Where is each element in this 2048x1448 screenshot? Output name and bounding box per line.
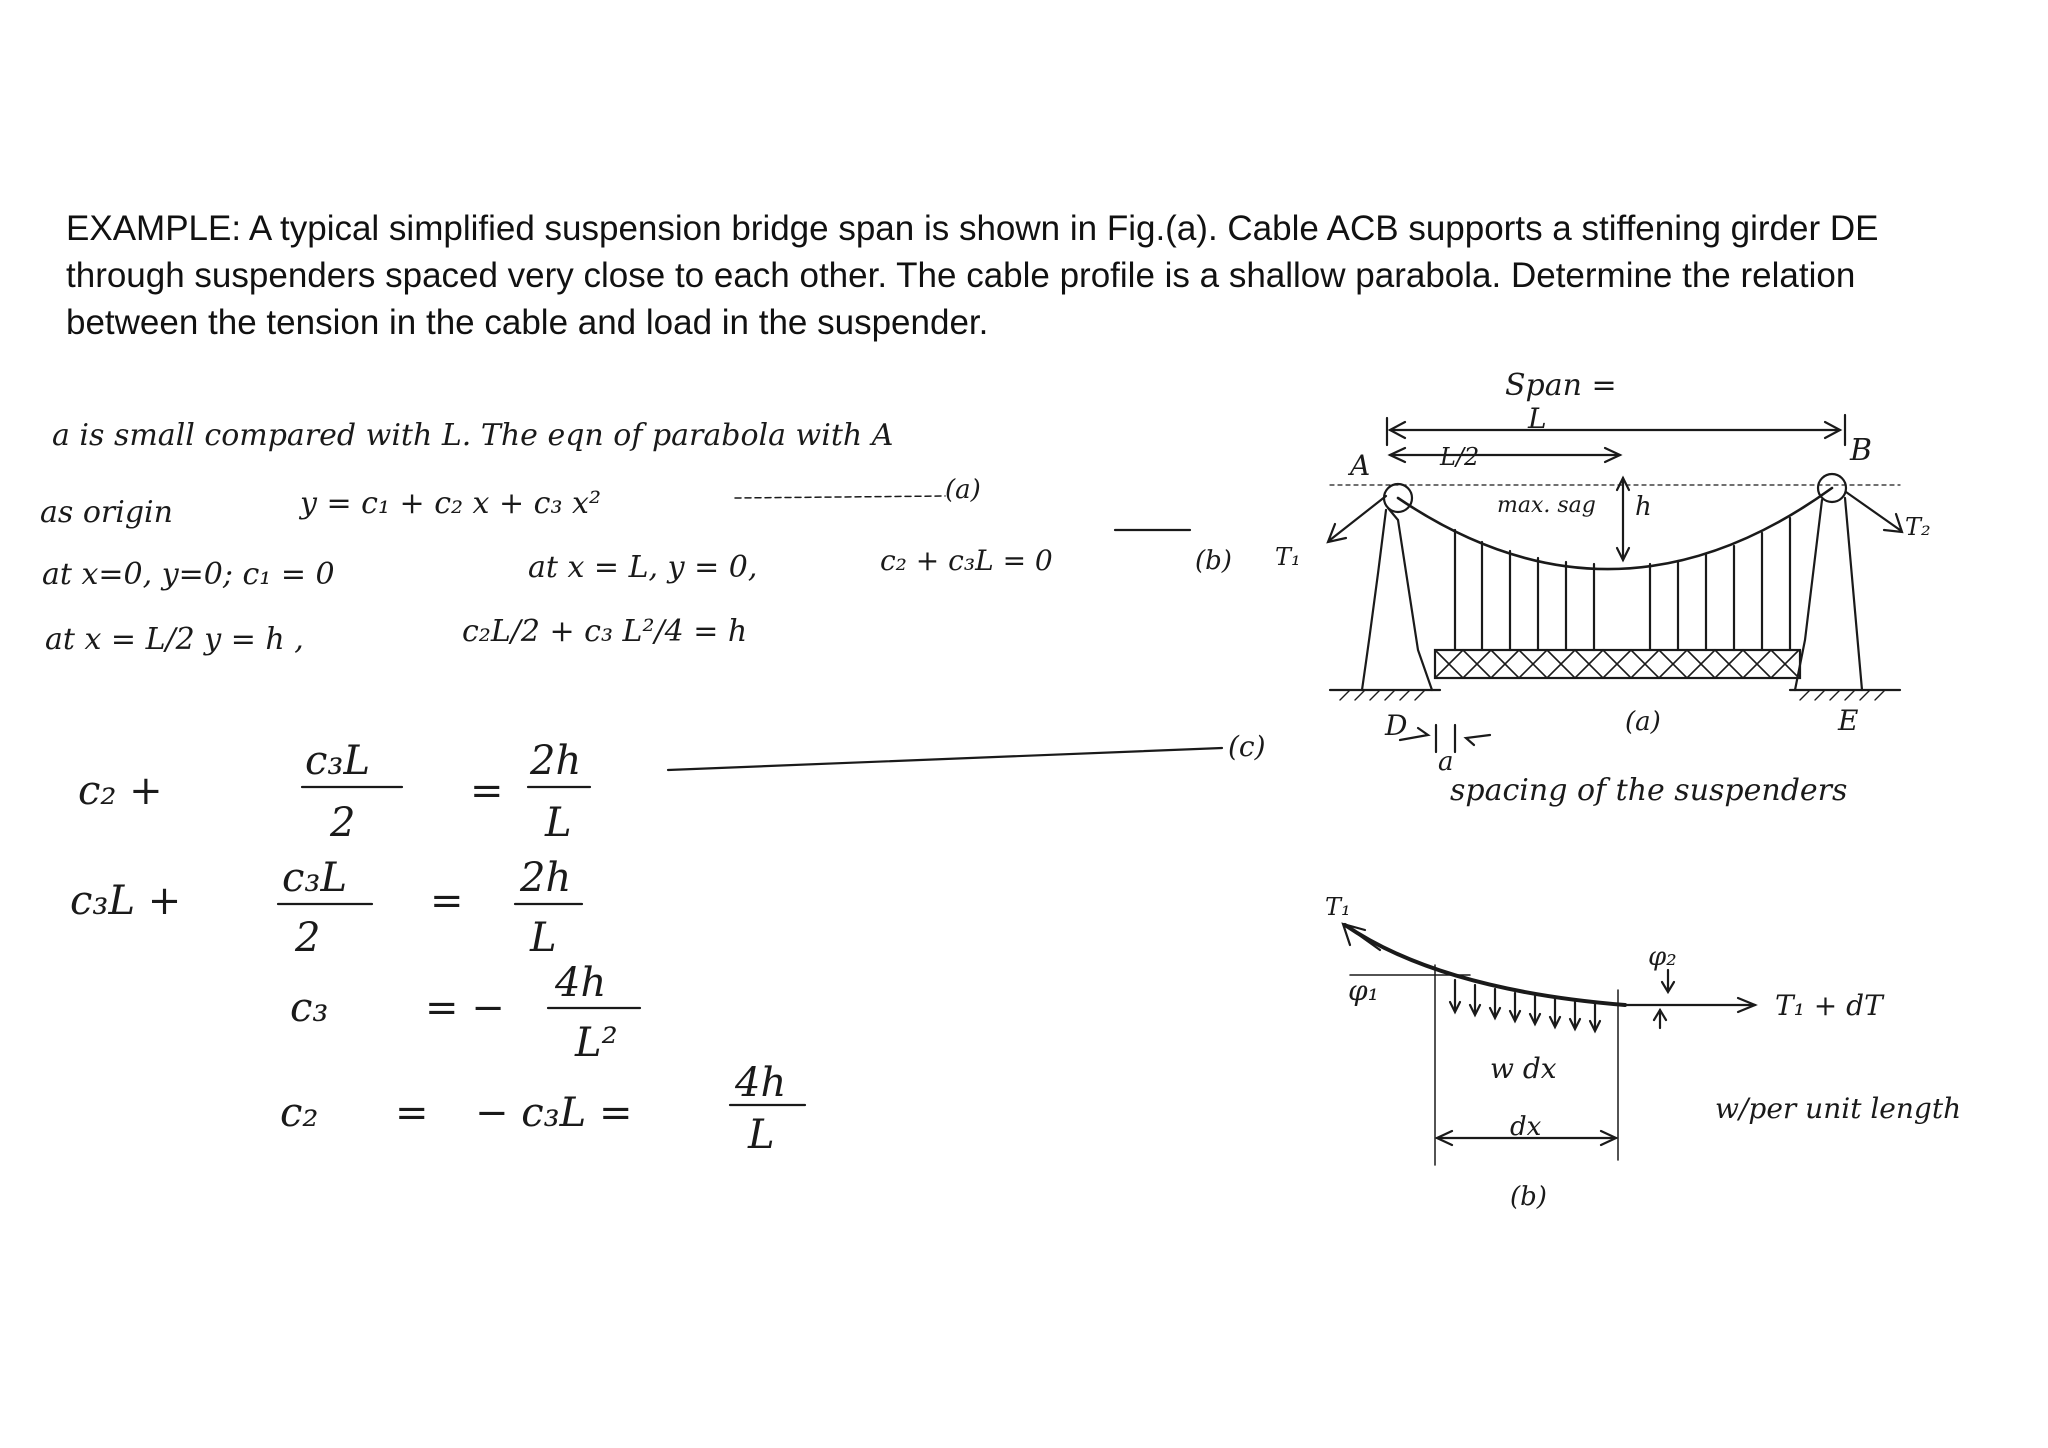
eq2-rhs-den: L	[530, 915, 557, 961]
cable-parabola	[1396, 486, 1834, 571]
eq2-rhs-num: 2h	[520, 855, 572, 901]
spacing-a-label: a	[1438, 747, 1454, 777]
tower-right-outer	[1843, 496, 1864, 692]
sag-h-label: h	[1635, 492, 1652, 522]
point-E-label: E	[1837, 704, 1858, 737]
eq3-equals: = −	[425, 985, 505, 1031]
eq3-rhs-num: 4h	[555, 960, 607, 1006]
figure-a-bridge: Span = L L/2 A B T₁ T₂ max. sag h D a (a…	[1275, 368, 1931, 808]
eq-c-leader	[666, 746, 1224, 772]
point-A-label: A	[1347, 449, 1370, 482]
derivation-line-3-bc1: at x=0, y=0; c₁ = 0	[42, 557, 335, 592]
derivation-line-4-eq: c₂L/2 + c₃ L²/4 = h	[462, 614, 748, 649]
T1-label-a: T₁	[1275, 543, 1301, 571]
eq1-frac-num: c₃L	[305, 738, 370, 784]
eq3-lhs: c₃	[290, 985, 329, 1031]
T2-label: T₂	[1905, 513, 1931, 541]
span-label: Span =	[1505, 368, 1617, 403]
span-arrow-left	[1387, 420, 1407, 440]
point-B-label: B	[1849, 433, 1872, 468]
ground-right-hatch	[1799, 689, 1886, 701]
eq1-lhs: c₂ +	[78, 768, 163, 814]
span-arrow-right	[1823, 420, 1843, 440]
figure-a-caption: (a)	[1625, 707, 1661, 737]
spacing-arrow-left	[1398, 726, 1431, 742]
tower-right-inner	[1793, 498, 1824, 692]
eq4-rhs-num: 4h	[735, 1060, 787, 1106]
figure-b-caption: (b)	[1510, 1182, 1547, 1212]
T1-vector	[1343, 923, 1382, 952]
backstay-left	[1328, 494, 1388, 542]
eq4-mid: − c₃L =	[475, 1090, 633, 1136]
backstay-right	[1844, 490, 1902, 532]
eq-a-leader	[734, 495, 946, 499]
T1-arrow	[1326, 522, 1348, 544]
span-L-label: L	[1527, 402, 1547, 435]
derivation-line-4-bc3: at x = L/2 y = h ,	[45, 622, 304, 657]
tower-saddle-B	[1816, 472, 1848, 504]
eq-tag-a: (a)	[945, 475, 981, 505]
half-span-label: L/2	[1439, 443, 1479, 471]
eq-tag-b: (b)	[1195, 546, 1232, 576]
point-D-label: D	[1384, 709, 1407, 742]
T1-arrow-b	[1341, 922, 1367, 947]
eq2-frac-num: c₃L	[282, 855, 347, 901]
eq3-rhs-den: L²	[575, 1020, 618, 1066]
phi2-reaction-arrow	[1652, 1007, 1668, 1022]
derivation-parabola-eq: y = c₁ + c₂ x + c₃ x²	[300, 486, 601, 521]
derivation-line-2-origin: as origin	[40, 495, 173, 530]
tower-left-outer	[1360, 508, 1388, 692]
spacing-note: spacing of the suspenders	[1450, 773, 1847, 808]
half-arrow-right	[1603, 446, 1623, 464]
eq4-rhs-den: L	[748, 1112, 775, 1158]
eq4-equals: =	[395, 1090, 429, 1136]
spacing-arrow-right	[1463, 733, 1492, 747]
wdx-label: w dx	[1490, 1052, 1557, 1085]
eq2-frac-den: 2	[295, 915, 321, 961]
half-arrow-left	[1387, 446, 1407, 464]
eq1-frac-den: 2	[330, 800, 356, 846]
eq4-lhs: c₂	[280, 1090, 319, 1136]
girder-truss-bracing	[1434, 648, 1800, 680]
eq-tag-c: (c)	[1228, 730, 1266, 763]
T2-arrow	[1882, 512, 1904, 534]
suspenders	[1453, 516, 1792, 652]
stiffening-girder	[1433, 648, 1802, 680]
dx-arrow-right	[1599, 1129, 1619, 1147]
ground-left-hatch	[1339, 689, 1426, 701]
w-per-unit-length-note: w/per unit length	[1715, 1092, 1961, 1125]
dx-arrow-left	[1434, 1129, 1454, 1147]
T1dT-label: T₁ + dT	[1775, 989, 1885, 1022]
problem-statement: EXAMPLE: A typical simplified suspension…	[66, 209, 1879, 342]
derivation-eq-b: c₂ + c₃L = 0	[880, 544, 1053, 577]
T1dT-arrow	[1736, 996, 1758, 1014]
T1-label-b: T₁	[1325, 893, 1351, 921]
dx-label: dx	[1510, 1112, 1542, 1142]
eq1-equals: =	[470, 768, 504, 814]
phi1-label: φ₁	[1348, 974, 1379, 1007]
sag-arrow-up	[1615, 475, 1631, 492]
eq2-equals: =	[430, 878, 464, 924]
eq1-rhs-num: 2h	[530, 738, 582, 784]
cable-element	[1343, 923, 1627, 1007]
figure-b-element: T₁ φ₁ φ₂ T₁ + dT w dx dx (b) w/per unit …	[1325, 893, 1961, 1212]
max-sag-label: max. sag	[1497, 493, 1596, 518]
distributed-load-arrows	[1448, 978, 1602, 1034]
phi2-label: φ₂	[1648, 942, 1677, 972]
tower-left-inner	[1386, 506, 1434, 692]
derivation-line-1: a is small compared with L. The eqn of p…	[52, 418, 894, 453]
derivation-line-3-bc2: at x = L, y = 0,	[528, 550, 758, 585]
eq1-rhs-den: L	[545, 800, 572, 846]
phi2-arrow-head	[1660, 980, 1676, 995]
eq2-lhs: c₃L +	[70, 878, 182, 924]
sag-arrow-down	[1615, 546, 1631, 563]
